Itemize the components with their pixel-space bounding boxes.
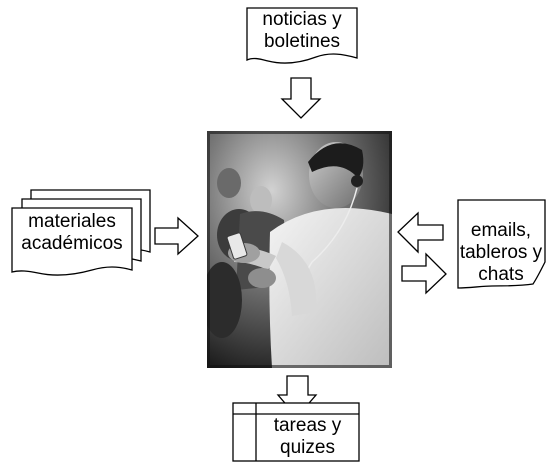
messaging-label-line-3: chats (478, 264, 524, 285)
materials-label-line-2: académicos (21, 233, 123, 254)
messaging-document-shape (457, 199, 546, 289)
arrow-messaging-to-center (397, 211, 444, 254)
tasks-label-line-1: tareas y (273, 415, 342, 436)
messaging-label: emails, tableros y chats (455, 220, 547, 286)
messaging-label-line-2: tableros y (459, 242, 543, 263)
arrow-materials-to-center (154, 216, 199, 256)
tasks-label: tareas y quizes (256, 415, 359, 459)
center-photo (207, 131, 392, 368)
arrow-center-to-messaging (401, 252, 447, 295)
news-label-line-2: boletines (263, 31, 341, 52)
materials-document-stack (11, 189, 151, 276)
news-label-line-1: noticias y (262, 9, 342, 30)
tasks-storage-shape (232, 402, 360, 462)
arrow-news-to-center (280, 77, 322, 119)
materials-label: materiales académicos (12, 211, 132, 255)
news-label: noticias y boletines (247, 9, 357, 53)
tasks-label-line-2: quizes (280, 437, 335, 458)
materials-label-line-1: materiales (28, 211, 116, 232)
messaging-label-line-1: emails, (470, 220, 532, 241)
news-document-shape (246, 7, 358, 64)
